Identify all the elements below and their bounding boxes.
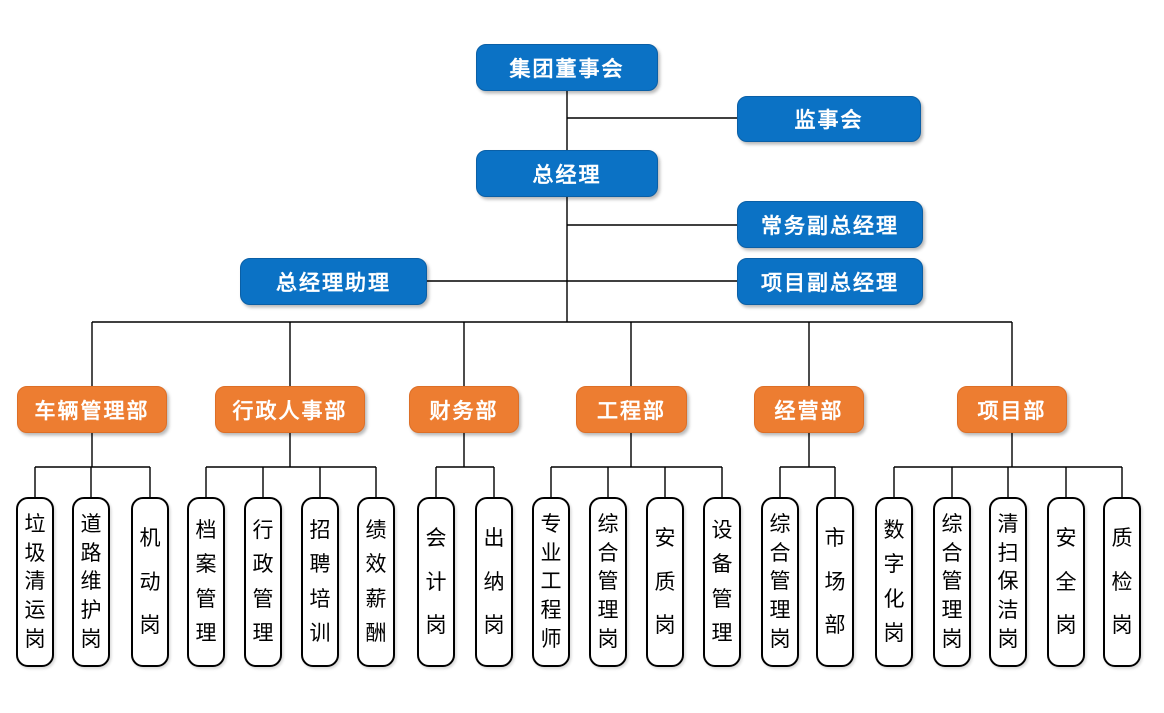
position-cashier: 出纳岗: [475, 497, 513, 667]
dept-operations: 经营部: [754, 386, 864, 433]
node-project-deputy-gm: 项目副总经理: [737, 258, 923, 305]
position-cleaning: 清扫保洁岗: [989, 497, 1027, 667]
dept-finance: 财务部: [409, 386, 519, 433]
connector-group: [34, 91, 1123, 497]
position-accounting: 会计岗: [417, 497, 455, 667]
node-general-manager: 总经理: [476, 150, 658, 197]
node-board-of-directors: 集团董事会: [476, 44, 658, 91]
position-general-management-eng: 综合管理岗: [589, 497, 627, 667]
position-professional-engineer: 专业工程师: [532, 497, 570, 667]
position-garbage-clearing: 垃圾清运岗: [16, 497, 54, 667]
dept-vehicle-management: 车辆管理部: [17, 386, 167, 433]
position-admin-management: 行政管理: [244, 497, 282, 667]
position-quality-inspection: 质检岗: [1103, 497, 1141, 667]
node-gm-assistant: 总经理助理: [240, 258, 427, 305]
position-road-maintenance: 道路维护岗: [72, 497, 110, 667]
position-equipment-management: 设备管理: [703, 497, 741, 667]
position-performance-compensation: 绩效薪酬: [357, 497, 395, 667]
position-safety-quality: 安质岗: [646, 497, 684, 667]
position-archives-management: 档案管理: [187, 497, 225, 667]
dept-admin-hr: 行政人事部: [215, 386, 365, 433]
position-recruitment-training: 招聘培训: [301, 497, 339, 667]
position-general-management-proj: 综合管理岗: [933, 497, 971, 667]
position-digitalization: 数字化岗: [875, 497, 913, 667]
node-supervisory-board: 监事会: [737, 96, 921, 142]
position-general-management-ops: 综合管理岗: [761, 497, 799, 667]
dept-project: 项目部: [957, 386, 1067, 433]
position-safety: 安全岗: [1047, 497, 1085, 667]
position-market-department: 市场部: [816, 497, 854, 667]
position-mobile-post: 机动岗: [131, 497, 169, 667]
node-executive-deputy-gm: 常务副总经理: [737, 201, 923, 248]
dept-engineering: 工程部: [576, 386, 687, 433]
